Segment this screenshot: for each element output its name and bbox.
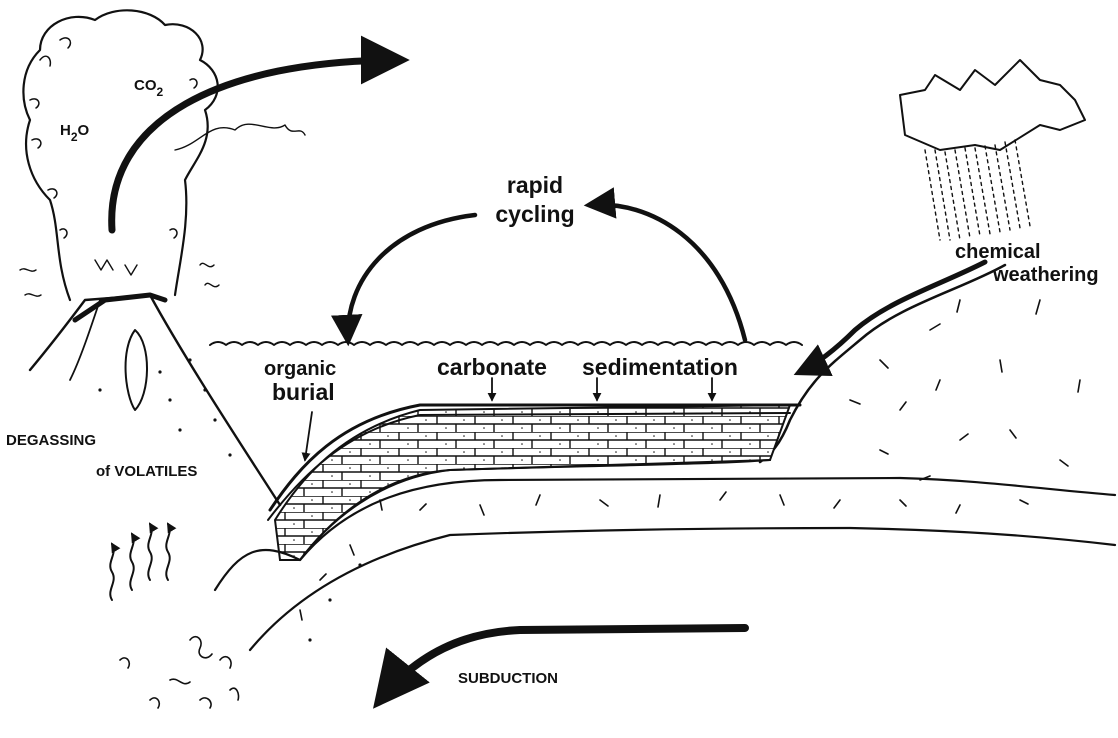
- subduction-arrow: [380, 628, 745, 700]
- ocean-surface: [210, 342, 802, 345]
- chemical-label: chemical: [955, 241, 1041, 263]
- h2o-label: H2O: [60, 122, 90, 144]
- sediment-layers: [268, 405, 800, 560]
- volatiles-label: of VOLATILES: [96, 463, 197, 480]
- sedimentation-label: sedimentation: [582, 354, 738, 380]
- subduction-zone-squiggles: [120, 637, 239, 708]
- co2-label: CO2: [134, 77, 164, 99]
- rapid-label: rapid: [507, 172, 563, 198]
- rain-cloud: [900, 60, 1085, 240]
- subduction-label: SUBDUCTION: [458, 670, 558, 687]
- degassing-label: DEGASSING: [6, 432, 96, 449]
- rising-volatile-arrows: [110, 524, 169, 600]
- rapid-cycling-arrow: [590, 205, 745, 340]
- organic-label: organic: [264, 358, 336, 380]
- organic-burial-pointer: [305, 412, 312, 460]
- burial-label: burial: [272, 379, 335, 405]
- continent: [760, 262, 1080, 480]
- vent-emissions: [20, 260, 219, 296]
- weathering-label: weathering: [992, 264, 1099, 286]
- cycling-label: cycling: [495, 201, 574, 227]
- carbonate-label: carbonate: [437, 354, 547, 380]
- eruption-cloud: [23, 10, 305, 300]
- rapid-cycling-return-arrow: [348, 215, 475, 340]
